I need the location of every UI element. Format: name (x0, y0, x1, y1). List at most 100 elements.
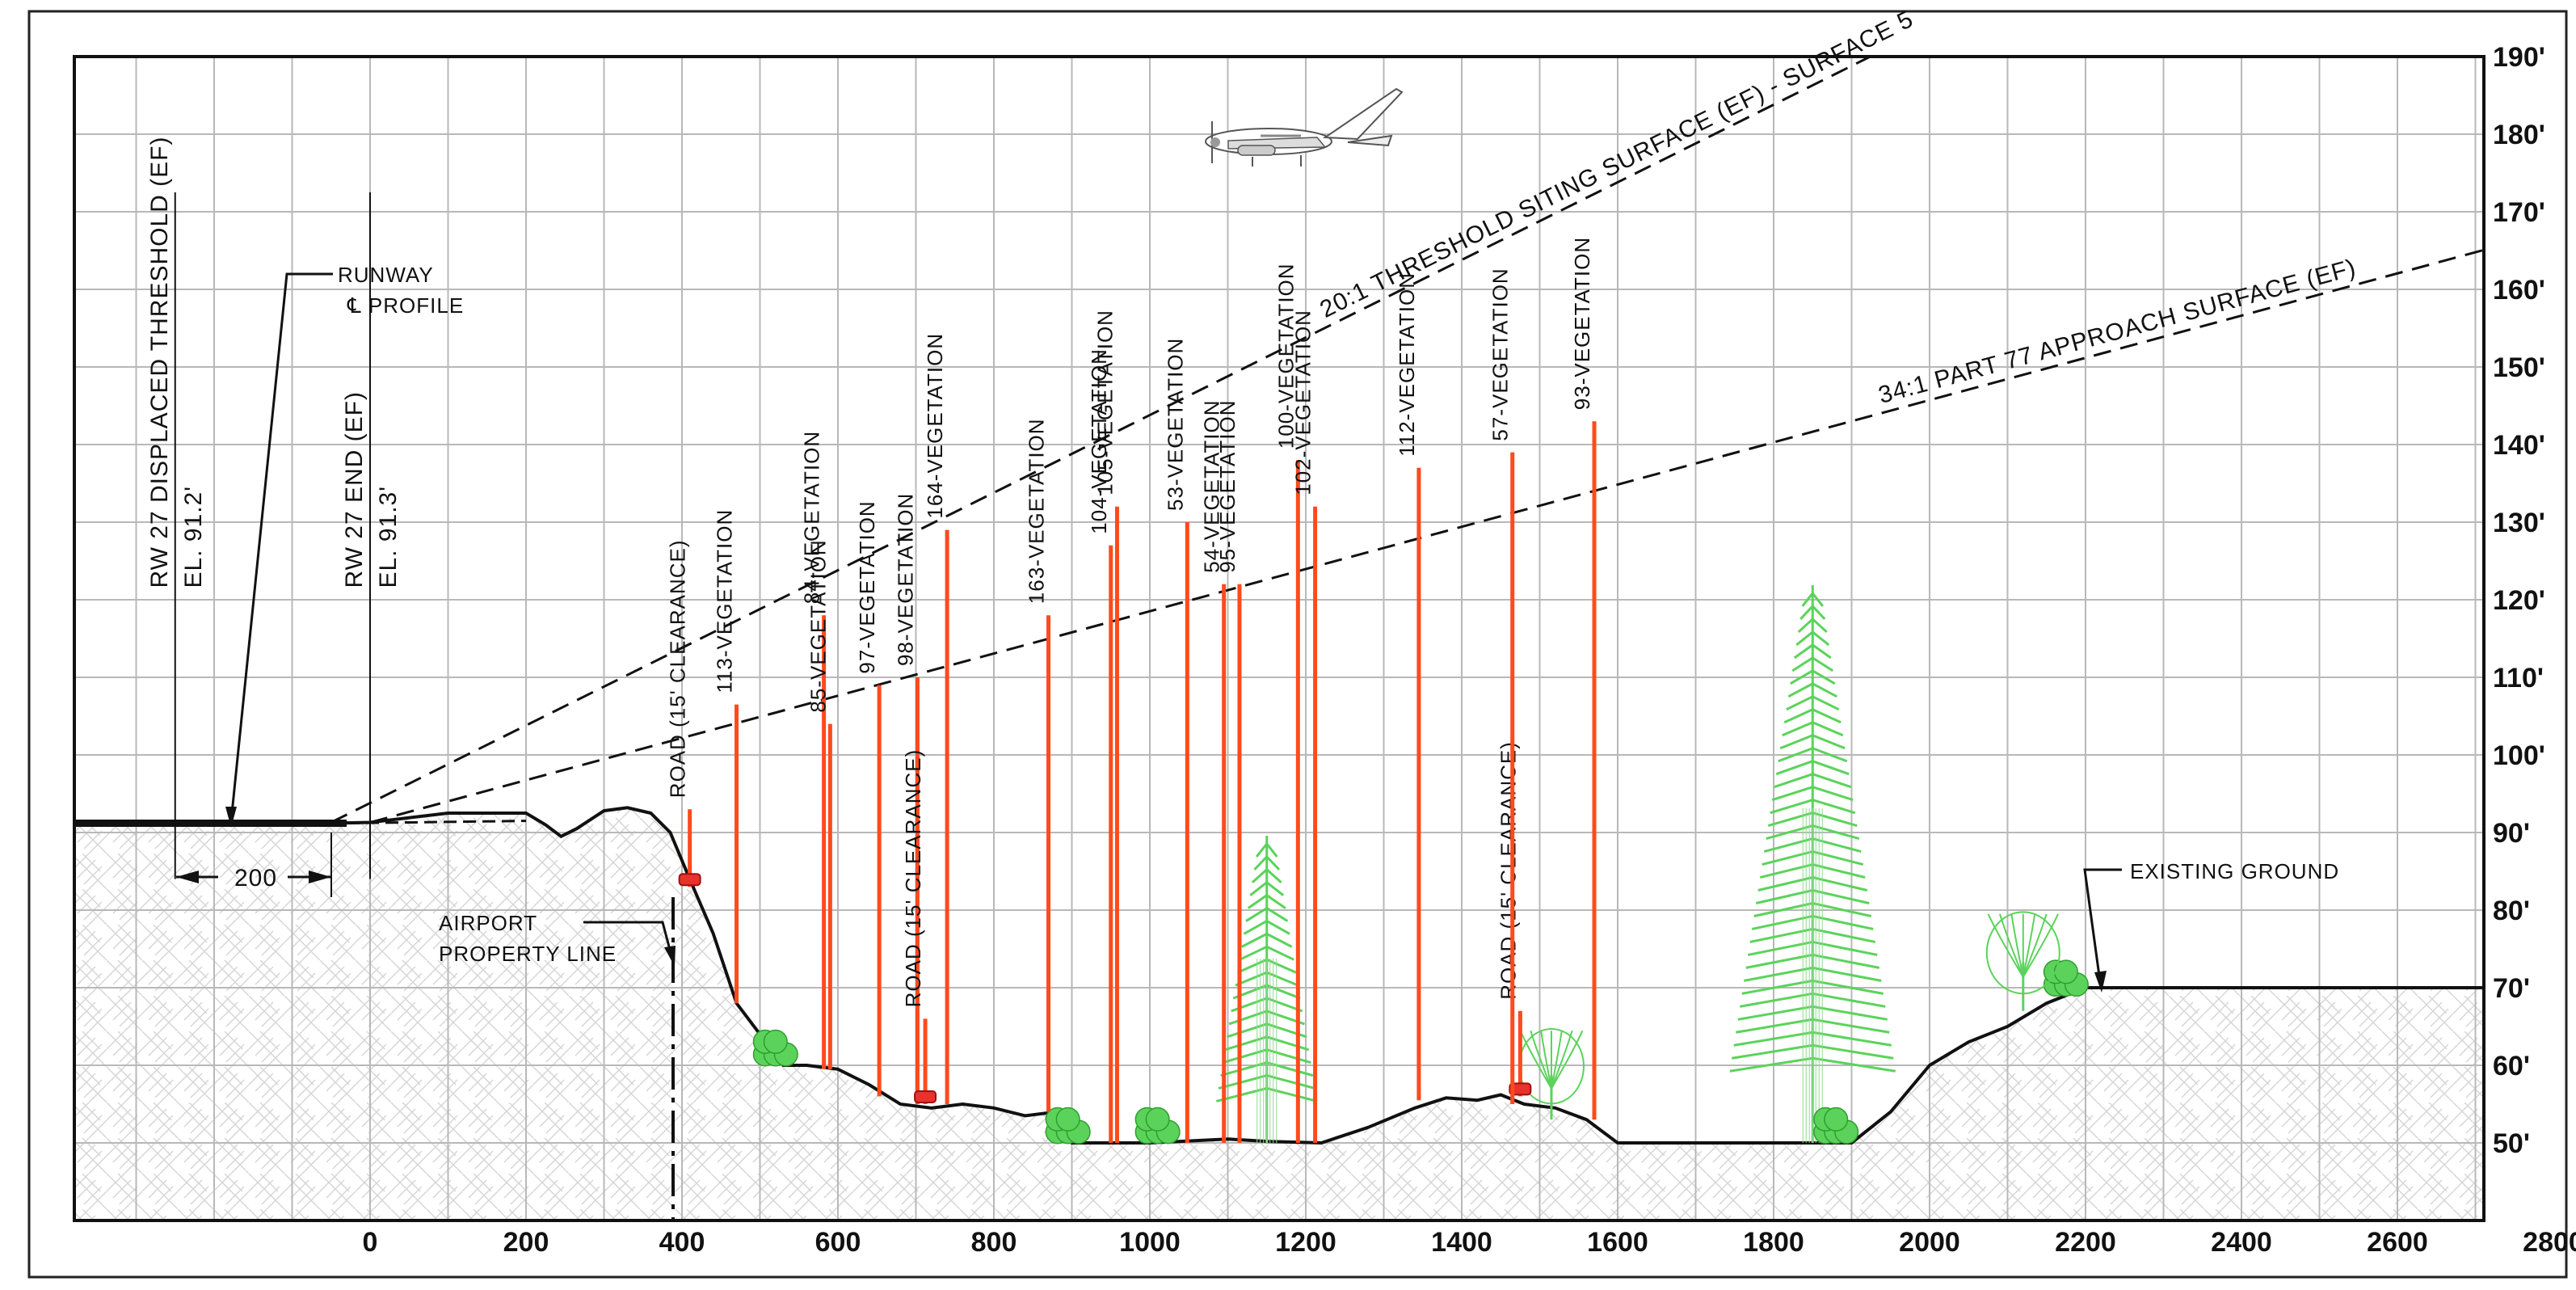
existing-ground-label: EXISTING GROUND (2130, 859, 2339, 883)
obstruction-label: 97-VEGETATION (855, 500, 879, 673)
bush-icon (1134, 1107, 1181, 1145)
obstruction-label: 104-VEGETATION (1087, 348, 1111, 534)
y-tick-label: 190' (2493, 42, 2545, 73)
x-tick-label: 800 (971, 1227, 1017, 1258)
deciduous-tree-icon (1985, 911, 2060, 1011)
dimension-200: 200 (176, 833, 332, 897)
x-tick-label: 1600 (1587, 1227, 1648, 1258)
obstruction-label: 164-VEGETATION (923, 333, 947, 519)
y-tick-label: 130' (2493, 508, 2545, 538)
surface-line (330, 57, 1874, 824)
obstruction: 113-VEGETATION (713, 509, 739, 1004)
obstruction-label: 102-VEGETATION (1291, 310, 1315, 495)
runway-point-label: RW 27 END (EF) (341, 391, 368, 588)
imaginary-surfaces (330, 57, 2485, 824)
x-tick-label: 1200 (1275, 1227, 1336, 1258)
obstruction: 163-VEGETATION (1025, 418, 1051, 1112)
obstructions: ROAD (15' CLEARANCE) 113-VEGETATION 84-VEG… (666, 237, 1597, 1143)
x-tick-label: 1800 (1743, 1227, 1804, 1258)
trees (752, 585, 2089, 1145)
y-tick-label: 90' (2493, 818, 2530, 849)
obstruction: 85-VEGETATION (806, 539, 832, 1069)
obstruction: 95-VEGETATION (1215, 400, 1242, 1143)
obstruction: ROAD (15' CLEARANCE) (901, 749, 937, 1104)
runway-point-label: RW 27 DISPLACED THRESHOLD (EF) (146, 137, 173, 588)
obstruction: ROAD (15' CLEARANCE) (666, 539, 701, 887)
pine-tree-icon (1215, 836, 1318, 1143)
x-tick-label: 200 (503, 1227, 549, 1258)
y-tick-label: 160' (2493, 275, 2545, 306)
obstruction: 93-VEGETATION (1570, 237, 1597, 1120)
existing-ground-note: EXISTING GROUND (2083, 859, 2339, 993)
runway-cl-label-line1: RUNWAY (338, 263, 434, 287)
airport-property-line: AIRPORT PROPERTY LINE (439, 897, 676, 1222)
x-tick-label: 2000 (1899, 1227, 1960, 1258)
obstruction: 84-VEGETATION (800, 431, 827, 1069)
y-tick-label: 140' (2493, 430, 2545, 461)
plot-frame (73, 55, 2486, 1222)
x-tick-label: 0 (363, 1227, 378, 1258)
bush-icon (1045, 1107, 1091, 1145)
y-tick-label: 60' (2493, 1051, 2530, 1081)
sheet-border (27, 10, 2568, 1279)
obstruction-label: 93-VEGETATION (1570, 237, 1594, 410)
bush-icon (752, 1029, 798, 1067)
y-tick-label: 70' (2493, 973, 2530, 1004)
obstruction-label: ROAD (15' CLEARANCE) (1496, 741, 1520, 1000)
x-tick-label: 600 (815, 1227, 861, 1258)
surface-label: 34:1 PART 77 APPROACH SURFACE (EF) (1875, 255, 2359, 409)
dimension-label: 200 (234, 865, 277, 892)
obstruction: 97-VEGETATION (855, 500, 882, 1097)
obstruction: ROAD (15' CLEARANCE) (1496, 741, 1532, 1097)
runway-profile: RW 27 DISPLACED THRESHOLD (EF)EL. 91.2'R… (74, 137, 527, 879)
vehicle-icon (1509, 1082, 1532, 1096)
y-tick-label: 100' (2493, 740, 2545, 771)
airplane-icon (1205, 87, 1404, 167)
obstruction-label: 163-VEGETATION (1025, 418, 1049, 604)
x-tick-label: 2400 (2211, 1227, 2272, 1258)
vehicle-icon (914, 1090, 937, 1103)
obstruction: 54-VEGETATION (1200, 400, 1227, 1143)
obstruction: 105-VEGETATION (1092, 310, 1119, 1143)
property-line-label-line2: PROPERTY LINE (439, 942, 617, 966)
x-tick-label: 400 (659, 1227, 705, 1258)
bush-icon (1813, 1107, 1859, 1145)
runway-cl-label-line2: ℄ PROFILE (347, 293, 464, 318)
obstruction: 164-VEGETATION (923, 333, 949, 1104)
obstruction-label: 113-VEGETATION (713, 509, 737, 693)
y-tick-label: 120' (2493, 585, 2545, 616)
y-tick-label: 150' (2493, 352, 2545, 383)
runway-cl-note: RUNWAY ℄ PROFILE (225, 263, 464, 828)
obstruction-label: 57-VEGETATION (1488, 268, 1513, 441)
obstruction-label: 105-VEGETATION (1092, 310, 1117, 495)
y-axis-ticks: 50'60'70'80'90'100'110'120'130'140'150'1… (2493, 42, 2545, 1159)
x-tick-label: 2200 (2055, 1227, 2116, 1258)
x-tick-label: 1400 (1431, 1227, 1492, 1258)
obstruction: 98-VEGETATION (893, 493, 920, 1104)
obstruction-label: 98-VEGETATION (893, 493, 917, 666)
runway-point-elevation: EL. 91.3' (375, 486, 402, 588)
ground-profile-line (74, 806, 2485, 1145)
y-tick-label: 110' (2493, 663, 2544, 693)
runway-extension-line (347, 820, 527, 824)
y-tick-label: 180' (2493, 120, 2545, 150)
obstruction: 102-VEGETATION (1291, 310, 1318, 1143)
surface-label: 20:1 THRESHOLD SITING SURFACE (EF) - SUR… (1315, 6, 1917, 323)
obstruction-label: 54-VEGETATION (1200, 400, 1224, 573)
obstruction-label: 53-VEGETATION (1163, 338, 1187, 511)
obstruction: 100-VEGETATION (1273, 263, 1300, 1143)
obstruction-label: ROAD (15' CLEARANCE) (666, 539, 690, 798)
obstruction: 112-VEGETATION (1395, 272, 1421, 1101)
x-tick-label: 2800 (2523, 1227, 2576, 1258)
obstruction: 104-VEGETATION (1087, 348, 1113, 1143)
bush-icon (2043, 959, 2089, 997)
obstruction: 53-VEGETATION (1163, 338, 1189, 1143)
existing-ground-line (74, 806, 2485, 1145)
obstruction: 57-VEGETATION (1488, 268, 1515, 1104)
y-tick-label: 170' (2493, 197, 2545, 228)
property-line-label-line1: AIRPORT (439, 911, 537, 935)
y-tick-label: 80' (2493, 896, 2530, 926)
